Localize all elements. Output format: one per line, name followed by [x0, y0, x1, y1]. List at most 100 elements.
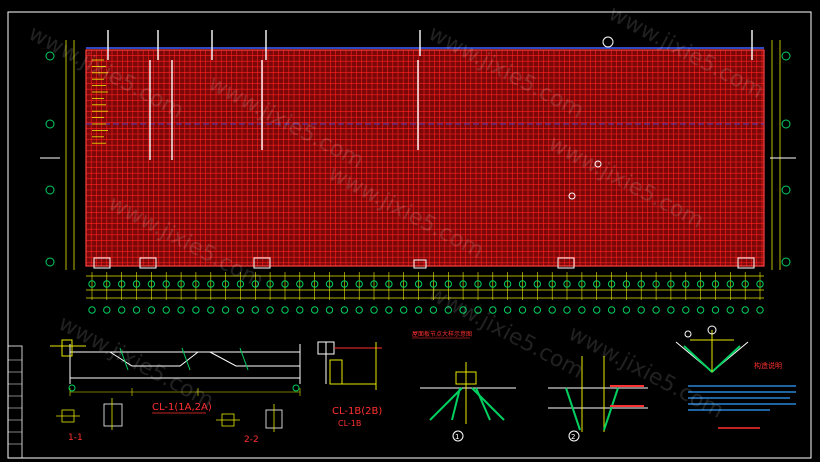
axis-bubble: [503, 306, 512, 314]
axis-bubble: [103, 280, 111, 288]
beam-detail-a: [50, 339, 301, 384]
axis-bubble: [607, 306, 616, 314]
axis-bubble: [548, 306, 556, 314]
axis-bubble: [355, 280, 363, 288]
node-detail-1: [420, 362, 516, 424]
axis-bubble: [563, 306, 571, 314]
axis-bubble: [118, 306, 126, 314]
axis-bubble: [311, 280, 319, 288]
axis-bubble: [726, 306, 734, 314]
axis-bubble: [429, 306, 438, 314]
axis-bubble: [474, 306, 482, 314]
node-1-ref-number: 1: [455, 433, 459, 441]
axis-bubble: [518, 306, 527, 314]
section-2-2-label: 2-2: [244, 435, 259, 445]
axis-bubble: [563, 280, 571, 288]
axis-bubble: [503, 280, 512, 288]
bottom-dimension-chain: [86, 275, 764, 299]
axis-bubble: [444, 306, 452, 314]
axis-bubble: [414, 280, 423, 288]
axis-bubble: [459, 280, 467, 288]
axis-bubble: [711, 280, 720, 288]
left-dimension-ticks: [92, 59, 108, 144]
axis-bubble: [667, 280, 675, 288]
axis-bubble: [652, 280, 660, 288]
plan-callout-top: [602, 36, 614, 48]
axis-bubble: [236, 306, 245, 314]
axis-bubble: [147, 280, 156, 288]
axis-bubble: [177, 280, 185, 288]
ridge-callout-right: [707, 325, 717, 335]
axis-bubble: [88, 280, 96, 288]
axis-bubble: [370, 280, 378, 288]
axis-bubble: [400, 280, 408, 288]
axis-bubble: [414, 306, 423, 314]
axis-bubble: [118, 280, 126, 288]
axis-bubble: [325, 306, 334, 314]
axis-bubble: [266, 306, 274, 314]
column-markers: [107, 30, 753, 160]
axis-bubble: [593, 306, 601, 314]
axis-bubble: [281, 306, 289, 314]
axis-bubble: [741, 306, 749, 314]
axis-bubble: [311, 306, 319, 314]
axis-bubble: [281, 280, 289, 288]
axis-bubble: [221, 306, 230, 314]
axis-bubble: [296, 306, 304, 314]
axis-bubble: [207, 280, 215, 288]
axis-bubble: [266, 280, 274, 288]
drawing-frame: [7, 11, 812, 459]
note-title: 构造说明: [754, 361, 782, 370]
node-detail-2: [548, 356, 648, 432]
roof-steel-plan: [85, 30, 765, 269]
node-2-ref-number: 2: [571, 433, 575, 441]
axis-bubble: [489, 280, 497, 288]
axis-bubble: [162, 280, 170, 288]
title-block-rows: [8, 359, 22, 445]
axis-bubble: [251, 306, 260, 314]
section-1-1-label: 1-1: [68, 433, 83, 443]
bottom-dimension-ticks: [91, 272, 761, 300]
ridge-detail: [675, 330, 749, 373]
axis-bubble: [385, 280, 393, 288]
axis-bubble: [726, 280, 734, 288]
beam-b-label: CL-1B(2B): [332, 406, 382, 417]
plan-outline: [85, 49, 765, 267]
axis-bubble: [667, 306, 675, 314]
axis-bubble: [132, 280, 141, 288]
axis-bubble: [296, 280, 304, 288]
axis-bubble: [622, 280, 631, 288]
node-2-ref-circle: [568, 430, 580, 442]
axis-bubble: [533, 280, 541, 288]
axis-bubble: [696, 280, 705, 288]
axis-bubble: [177, 306, 185, 314]
section-2-2-detail: [216, 404, 283, 432]
axis-bubble: [251, 280, 260, 288]
axis-bubble: [637, 280, 645, 288]
node-detail-title: 屋面板节点大样示意图: [412, 330, 472, 338]
axis-bubble: [607, 280, 616, 288]
axis-bubble: [622, 306, 631, 314]
axis-bubble: [132, 306, 141, 314]
axis-bubble: [533, 306, 541, 314]
axis-bubble: [682, 280, 690, 288]
axis-bubble: [88, 306, 96, 314]
axis-bubble: [548, 280, 556, 288]
axis-bubble: [696, 306, 705, 314]
axis-bubble: [340, 306, 349, 314]
plan-callout-mid: [594, 160, 602, 168]
left-dimension-chain: [65, 40, 75, 270]
axis-bubble: [325, 280, 334, 288]
axis-bubble: [756, 280, 764, 288]
axis-bubble: [429, 280, 438, 288]
axis-bubble: [459, 306, 467, 314]
axis-bubble: [162, 306, 170, 314]
node-1-ref-circle: [452, 430, 464, 442]
axis-bubble: [340, 280, 349, 288]
axis-bubble: [355, 306, 363, 314]
bottom-supports: [93, 257, 755, 269]
axis-bubble: [444, 280, 452, 288]
beam-detail-b: [317, 341, 382, 390]
axis-bubble: [147, 306, 156, 314]
